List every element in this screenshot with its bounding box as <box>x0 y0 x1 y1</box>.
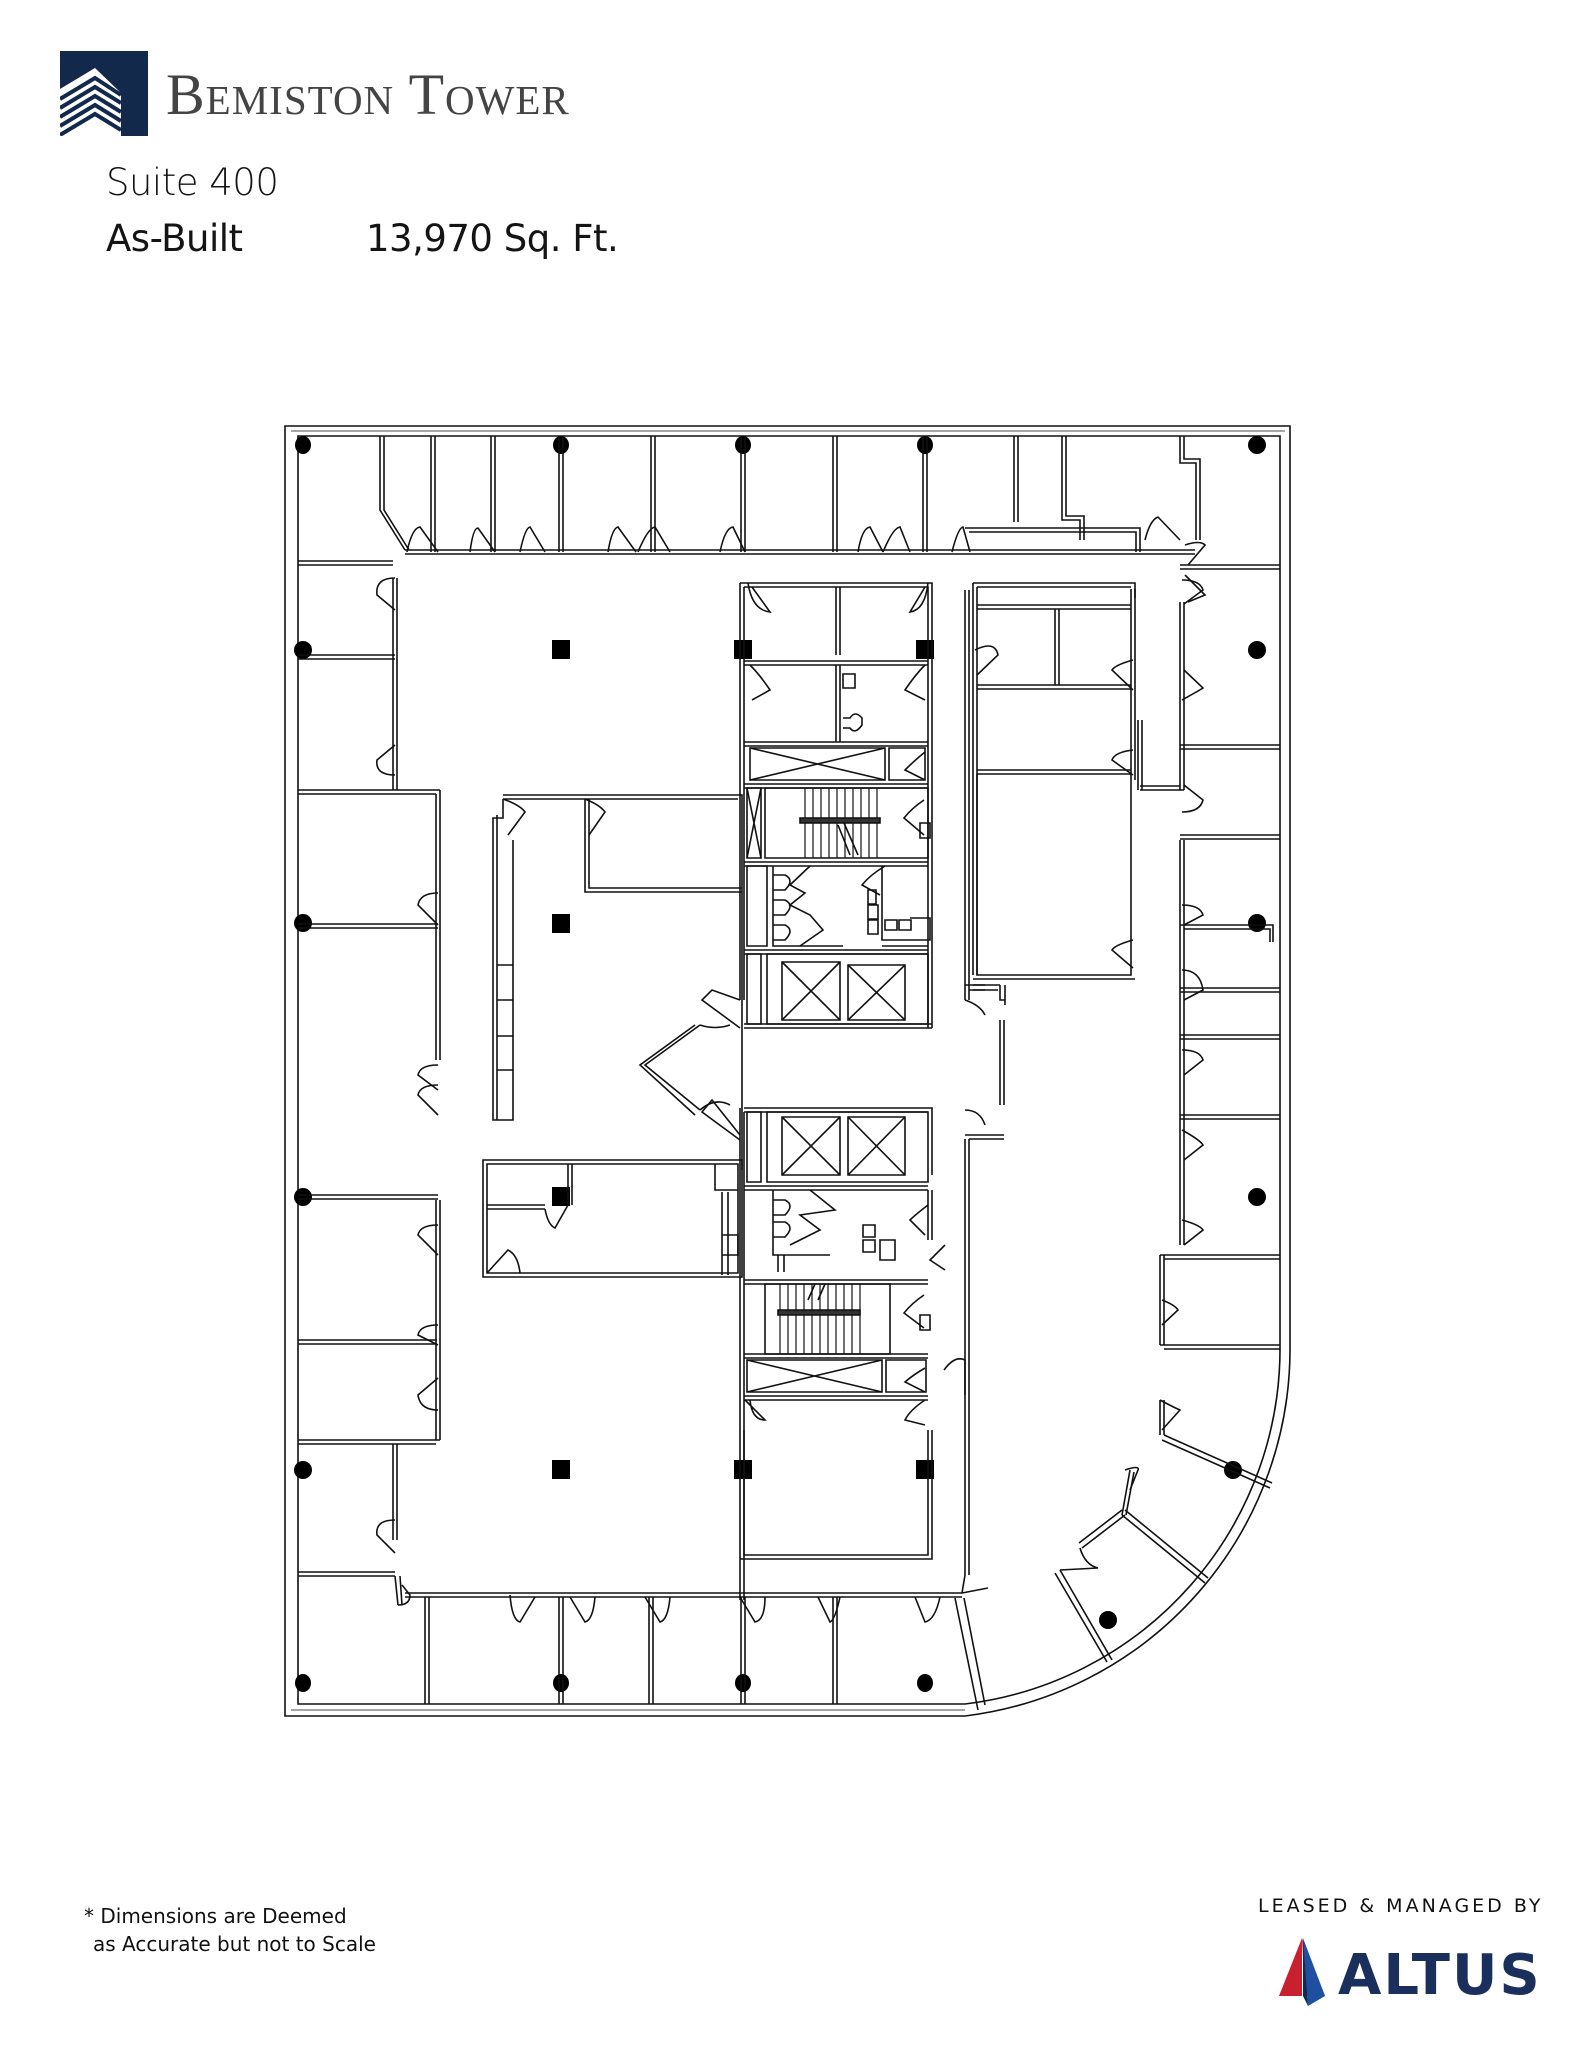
building-title: Bemiston Tower <box>166 62 570 127</box>
leased-managed-label: LEASED & MANAGED BY <box>1258 1895 1544 1917</box>
plan-status: As-Built <box>106 217 243 260</box>
altus-logo-text: ALTUS <box>1338 1943 1542 2008</box>
corridor-walls <box>962 590 1004 1593</box>
core-north <box>740 583 932 1028</box>
building-stripes-icon <box>60 51 148 136</box>
south-offices <box>405 1588 988 1710</box>
west-interior-rooms <box>483 795 742 1277</box>
disclaimer-line-2: as Accurate but not to Scale <box>93 1932 376 1956</box>
exterior-wall <box>285 426 1290 1716</box>
core-south <box>740 1108 965 1600</box>
east-interior-rooms <box>973 583 1135 1005</box>
north-offices <box>380 436 1280 602</box>
east-offices <box>1055 580 1280 1662</box>
suite-area: 13,970 Sq. Ft. <box>366 217 619 260</box>
altus-sail-icon <box>1279 1938 1325 2006</box>
west-offices <box>298 561 440 1605</box>
scale-disclaimer: * Dimensions are Deemed as Accurate but … <box>84 1902 376 1958</box>
reception-vestibule <box>640 990 740 1140</box>
perimeter-columns <box>294 436 1266 1692</box>
interior-columns <box>552 640 934 1479</box>
disclaimer-line-1: * Dimensions are Deemed <box>84 1904 347 1928</box>
suite-name: Suite 400 <box>106 161 279 204</box>
